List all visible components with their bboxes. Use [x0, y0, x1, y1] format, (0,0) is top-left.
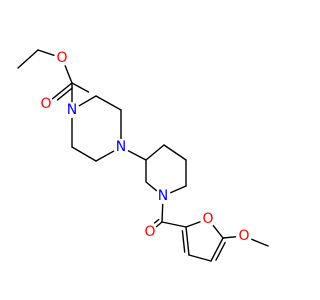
double-bond-line — [181, 230, 186, 253]
bond-line — [145, 144, 165, 161]
bond-line — [161, 203, 164, 223]
bond-line — [145, 181, 158, 192]
double-bond-line — [215, 241, 226, 261]
bond-line — [95, 150, 115, 162]
atom-label-background — [156, 189, 170, 203]
double-bond-line — [56, 87, 73, 101]
bond-line — [163, 144, 187, 161]
bond-line — [71, 82, 90, 93]
bond-line — [222, 236, 237, 239]
atom-label-background — [55, 51, 69, 65]
bond-line — [212, 224, 224, 239]
furan-oxygen-label: O — [202, 211, 213, 227]
methoxy-oxygen-label: O — [238, 228, 249, 244]
bond-layer — [17, 49, 269, 262]
piperidine-nitrogen-label: N — [158, 188, 168, 204]
bond-line — [161, 221, 187, 228]
bond-line — [170, 185, 187, 194]
atom-label-background — [237, 229, 251, 243]
atom-label-background — [201, 212, 215, 226]
atom-label-background — [39, 97, 53, 111]
bond-line — [51, 82, 73, 100]
bond-line — [64, 65, 73, 84]
atom-label-background — [114, 140, 128, 154]
atom-label-background — [65, 103, 79, 117]
bond-line — [37, 49, 55, 56]
bond-line — [210, 237, 224, 262]
bond-line — [17, 49, 39, 69]
bond-line — [188, 254, 212, 262]
double-bond-line — [153, 218, 160, 224]
piperazine-nitrogen-label: N — [116, 139, 126, 155]
bond-line — [71, 146, 97, 162]
atom-label-background — [143, 225, 157, 239]
bond-line — [185, 221, 201, 228]
carbonyl-oxygen-label: O — [40, 96, 51, 112]
bond-line — [185, 226, 190, 256]
bond-line — [95, 95, 122, 111]
bond-line — [251, 238, 269, 247]
piperazine-nitrogen-label: N — [67, 102, 77, 118]
ester-oxygen-label: O — [56, 50, 67, 66]
bond-line — [127, 150, 147, 161]
bond-line — [155, 221, 163, 228]
bond-line — [78, 95, 97, 107]
amide-oxygen-label: O — [144, 224, 155, 240]
